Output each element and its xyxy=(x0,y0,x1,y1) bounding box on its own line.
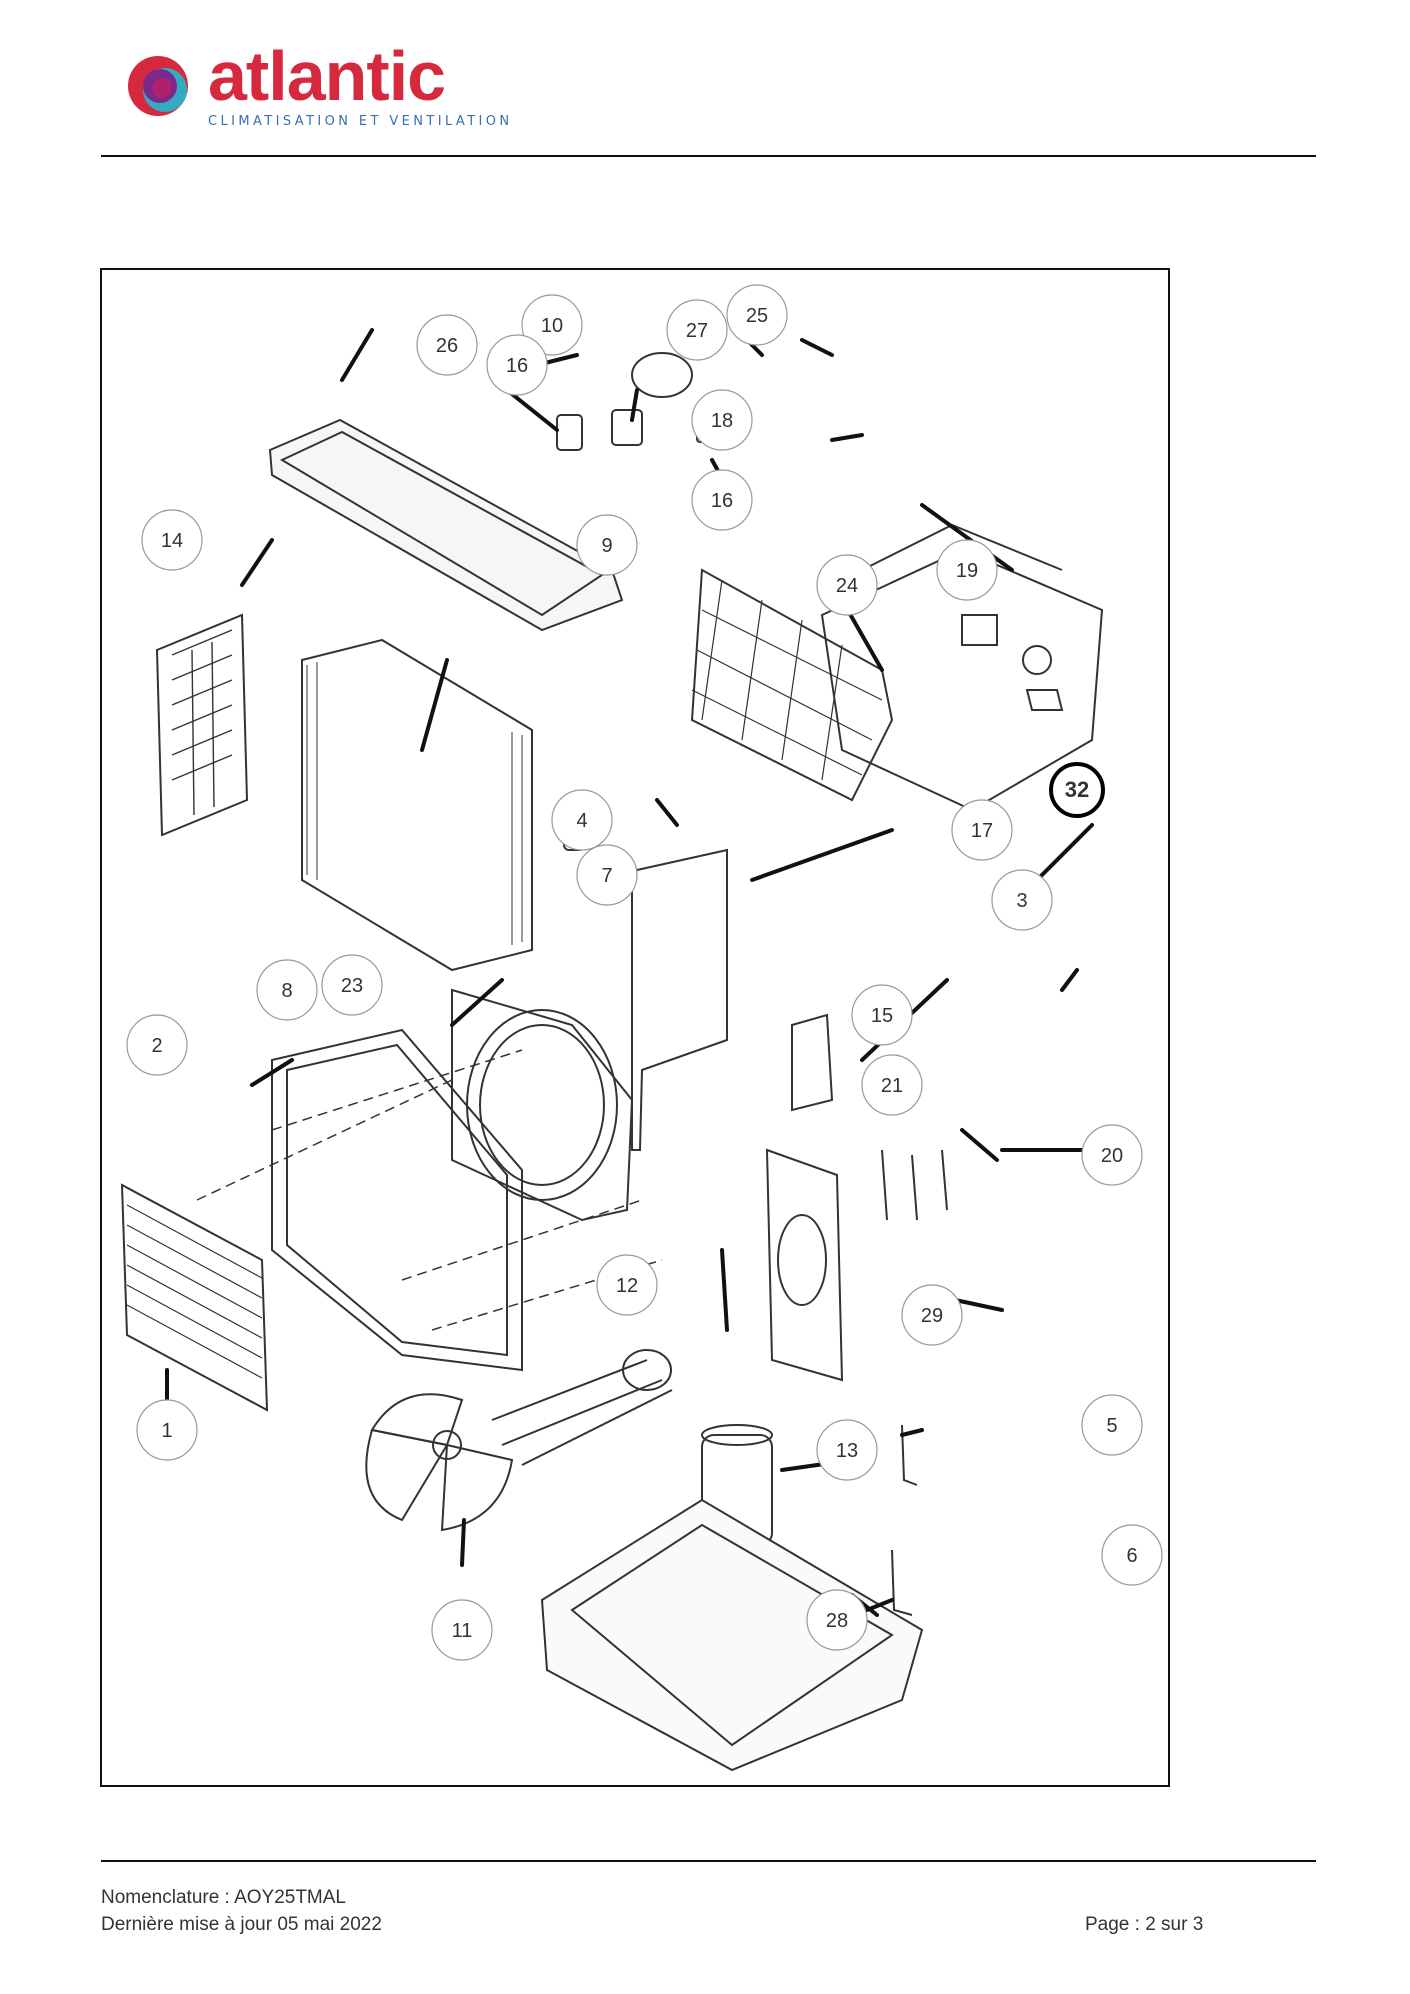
callout-label: 2 xyxy=(151,1035,162,1057)
callout-19: 19 xyxy=(936,539,998,601)
callout-label: 26 xyxy=(436,335,458,357)
callout-4: 4 xyxy=(551,789,613,851)
callout-label: 25 xyxy=(746,305,768,327)
callout-label: 24 xyxy=(836,575,858,597)
callout-14: 14 xyxy=(141,509,203,571)
callout-label: 6 xyxy=(1126,1545,1137,1567)
brand-logo: atlantic CLIMATISATION ET VENTILATION xyxy=(118,37,509,140)
callout-3: 3 xyxy=(991,869,1053,931)
callout-5: 5 xyxy=(1081,1394,1143,1456)
last-update-text: Dernière mise à jour 05 mai 2022 xyxy=(101,1914,382,1935)
callout-label: 17 xyxy=(971,820,993,842)
callout-label: 21 xyxy=(881,1075,903,1097)
callout-26: 26 xyxy=(416,314,478,376)
callout-label: 19 xyxy=(956,560,978,582)
callout-13: 13 xyxy=(816,1419,878,1481)
callout-label: 14 xyxy=(161,530,183,552)
callout-18: 18 xyxy=(691,389,753,451)
callout-10: 10 xyxy=(521,294,583,356)
callout-21: 21 xyxy=(861,1054,923,1116)
callout-label: 13 xyxy=(836,1440,858,1462)
callout-label: 7 xyxy=(601,865,612,887)
callout-15: 15 xyxy=(851,984,913,1046)
callout-label: 9 xyxy=(601,535,612,557)
callout-6: 6 xyxy=(1101,1524,1163,1586)
brand-name: atlantic xyxy=(208,37,446,115)
callout-16: 16 xyxy=(691,469,753,531)
callout-16: 16 xyxy=(486,334,548,396)
diagram-canvas: 1234567891011121314151616171819202123242… xyxy=(120,284,1163,1772)
callout-17: 17 xyxy=(951,799,1013,861)
callout-label: 1 xyxy=(161,1420,172,1442)
callout-label: 12 xyxy=(616,1275,638,1297)
callout-20: 20 xyxy=(1081,1124,1143,1186)
callout-label: 10 xyxy=(541,315,563,337)
callout-label: 29 xyxy=(921,1305,943,1327)
callout-28: 28 xyxy=(806,1589,868,1651)
callout-23: 23 xyxy=(321,954,383,1016)
logo-mark-icon xyxy=(128,56,188,116)
callout-label: 23 xyxy=(341,975,363,997)
brand-tagline: CLIMATISATION ET VENTILATION xyxy=(208,114,513,129)
callout-24: 24 xyxy=(816,554,878,616)
callout-label: 15 xyxy=(871,1005,893,1027)
callout-label: 20 xyxy=(1101,1145,1123,1167)
callout-label: 5 xyxy=(1106,1415,1117,1437)
callout-label: 16 xyxy=(506,355,528,377)
callout-label: 11 xyxy=(452,1620,473,1642)
callout-1: 1 xyxy=(136,1399,198,1461)
callout-25: 25 xyxy=(726,284,788,346)
callout-label: 18 xyxy=(711,410,733,432)
callout-label: 32 xyxy=(1065,777,1089,802)
callout-29: 29 xyxy=(901,1284,963,1346)
header-divider xyxy=(101,155,1316,157)
callout-2: 2 xyxy=(126,1014,188,1076)
callout-11: 11 xyxy=(431,1599,493,1661)
callout-label: 4 xyxy=(576,810,587,832)
callout-label: 28 xyxy=(826,1610,848,1632)
callout-label: 3 xyxy=(1016,890,1027,912)
page-number: Page : 2 sur 3 xyxy=(1085,1914,1204,1935)
callout-12: 12 xyxy=(596,1254,658,1316)
footer-divider xyxy=(101,1860,1316,1862)
callout-27: 27 xyxy=(666,299,728,361)
callout-9: 9 xyxy=(576,514,638,576)
callout-label: 16 xyxy=(711,490,733,512)
nomenclature-text: Nomenclature : AOY25TMAL xyxy=(101,1887,346,1908)
callout-32: 32 xyxy=(1049,762,1105,818)
callout-7: 7 xyxy=(576,844,638,906)
callout-label: 27 xyxy=(686,320,708,342)
callout-label: 8 xyxy=(281,980,292,1002)
callout-8: 8 xyxy=(256,959,318,1021)
